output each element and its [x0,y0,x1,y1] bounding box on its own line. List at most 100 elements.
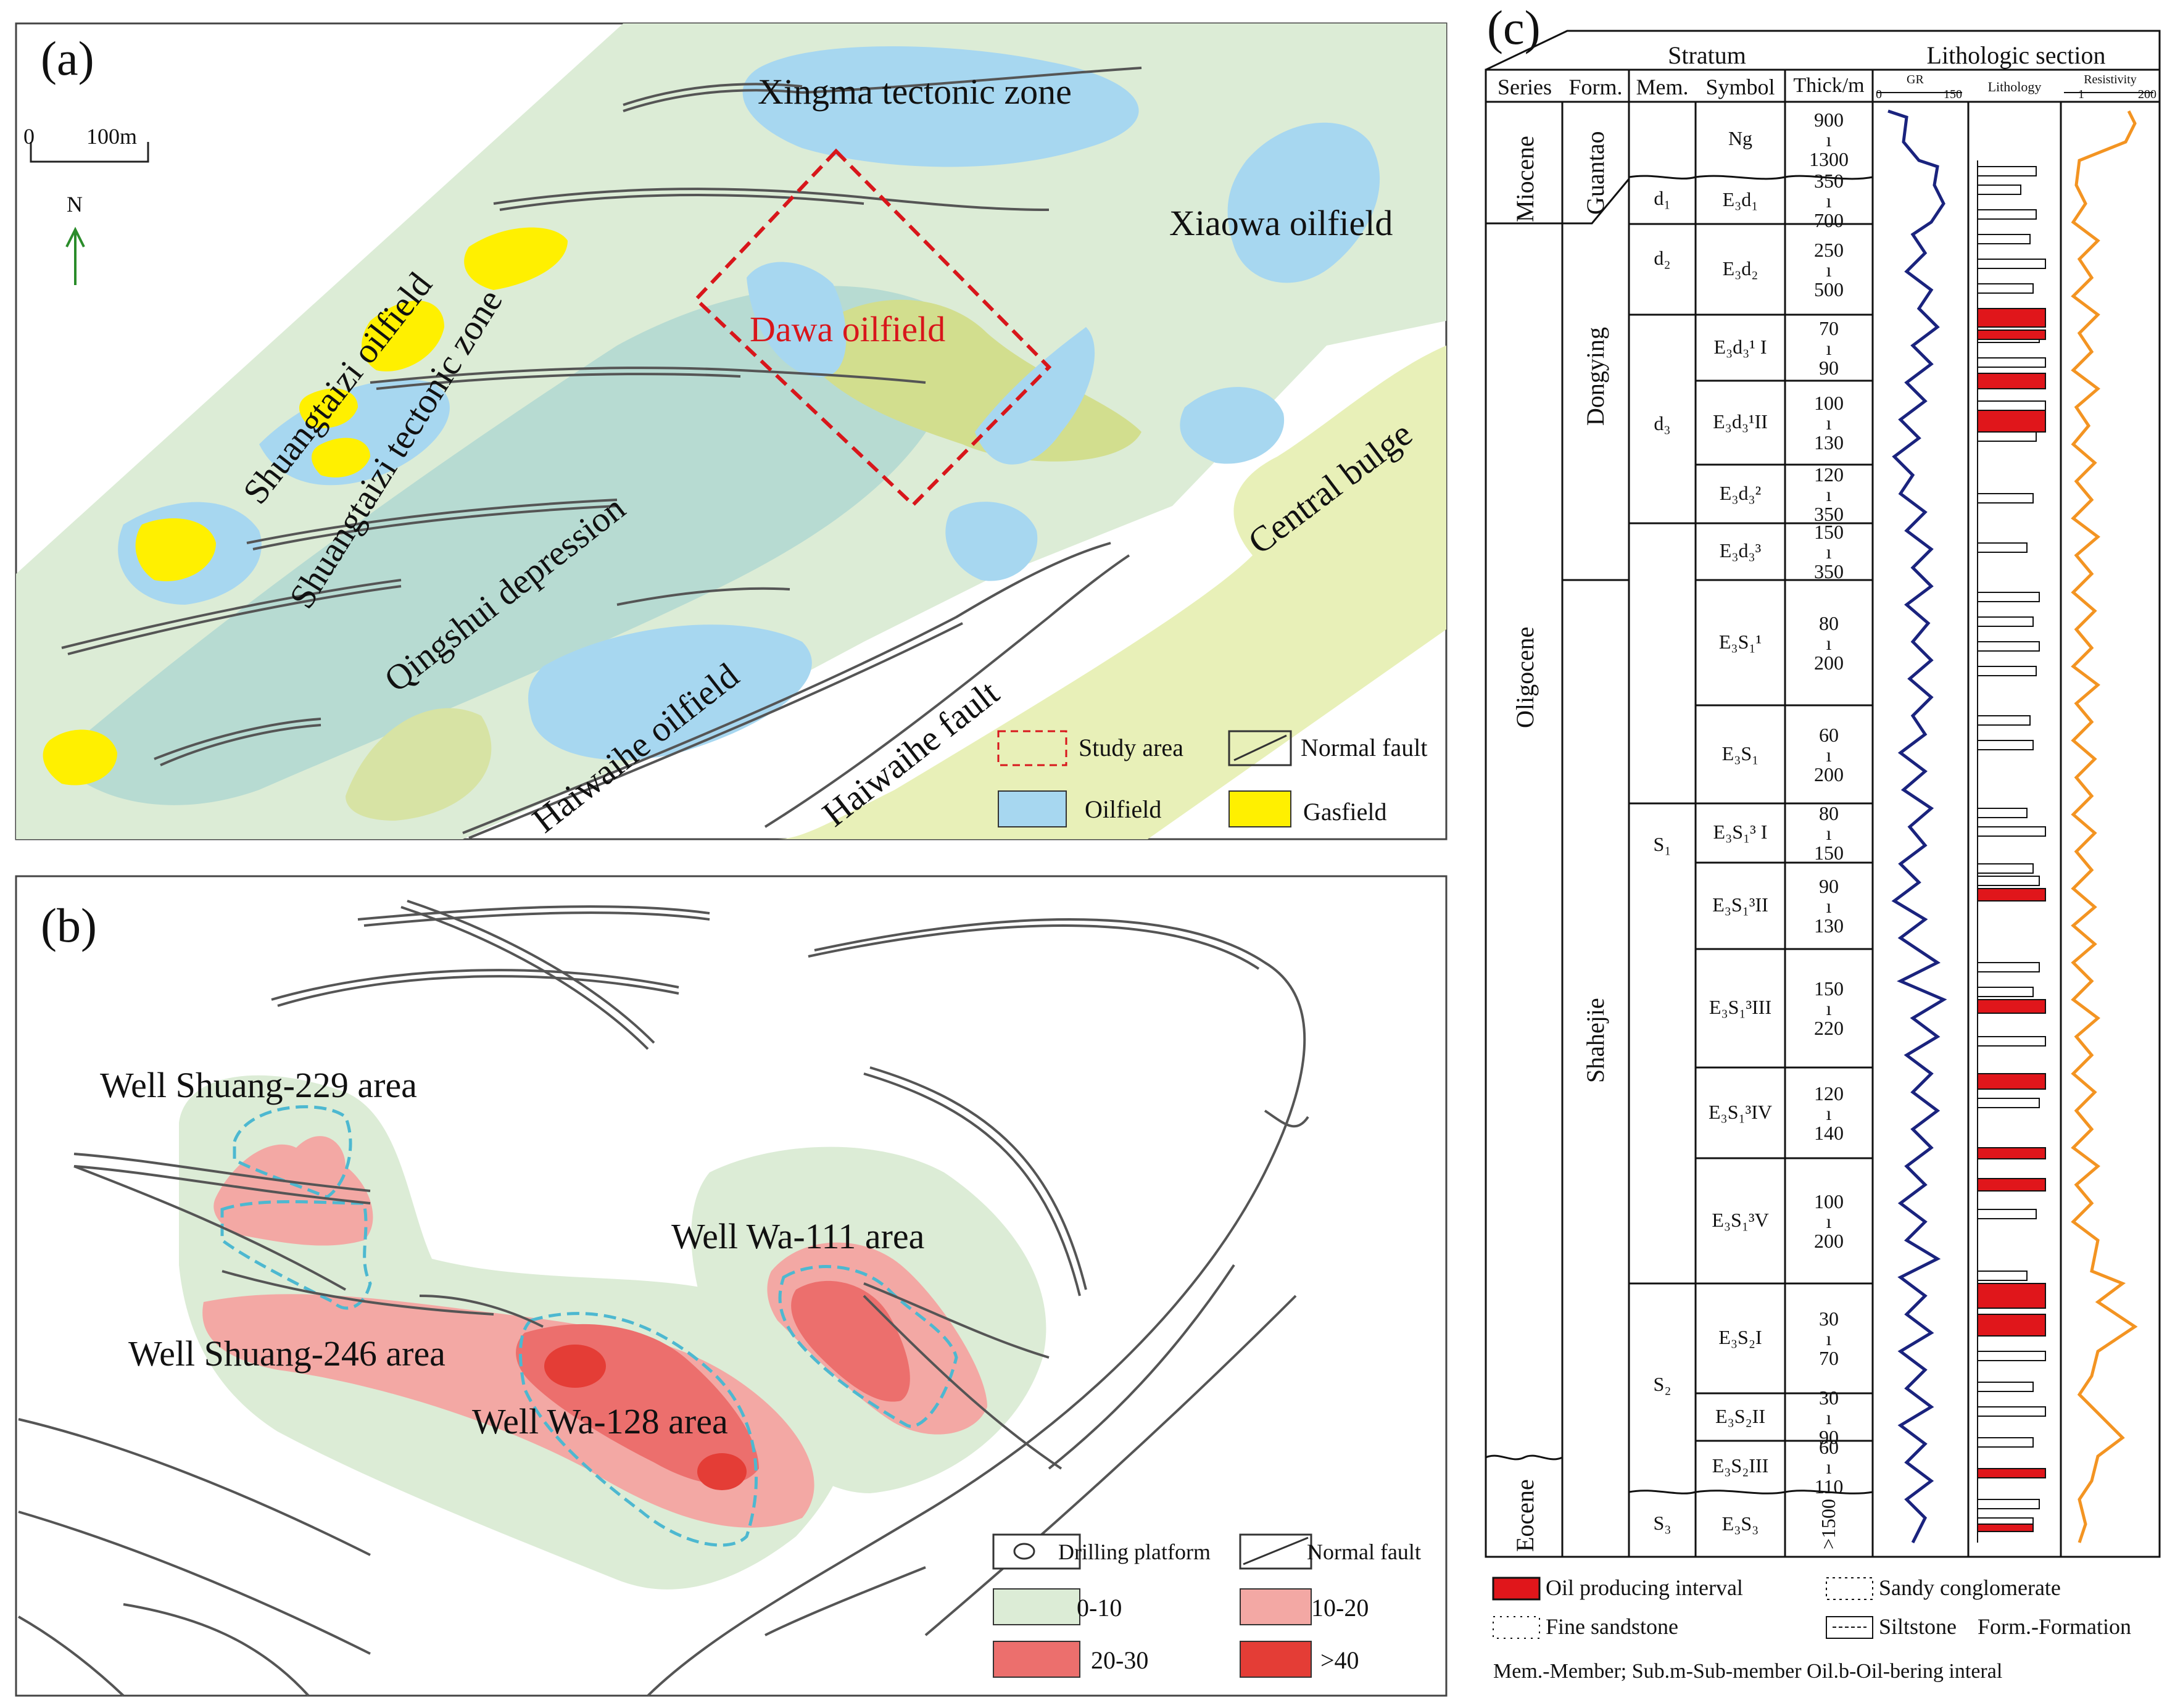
legend-drilling-label: Drilling platform [1058,1540,1211,1564]
row-thick-dash: ı [1826,336,1832,359]
row-thick-dash: ı [1826,483,1832,505]
row-thick-dash: ı [1826,631,1832,654]
member-s2: S₂ [1653,1373,1672,1395]
central-bulge-area [777,346,1446,839]
row-thick-dash: ı [1826,1209,1832,1232]
legend-oilfield-swatch [998,790,1067,827]
row-thick-top: 150 [1814,977,1844,1000]
row-thick-bot: 90 [1819,1425,1839,1448]
row-thick-top: 60 [1819,723,1839,746]
legend-drilling-swatch [992,1533,1081,1570]
header-gr-max: 150 [1944,88,1962,101]
row-thick-bot: 110 [1814,1475,1844,1498]
north-label: N [67,192,83,217]
panel-a-label: (a) [41,31,94,85]
row-symbol: E₃S₁ [1721,742,1759,765]
row-symbol: E₃d₃¹II [1713,410,1768,433]
row-symbol: E₃d₂ [1722,257,1759,280]
row-symbol: E₃S₁³IV [1708,1100,1772,1123]
member-d2: d₂ [1654,247,1671,269]
row-symbol: E₃d₃¹ I [1713,335,1767,358]
row-symbol: E₃S₁³III [1709,996,1772,1018]
row-thick-top: 30 [1819,1308,1839,1330]
gasfield-2 [43,729,117,786]
legend-gasfield-label: Gasfield [1303,798,1387,826]
row-symbol: E₃S₁¹ [1718,630,1762,653]
member-d1: d₁ [1654,187,1671,209]
row-thick-bot: 150 [1814,842,1844,864]
legend-sandy-swatch [1826,1577,1873,1600]
row-thick-dash: ı [1826,1406,1832,1428]
row-thick-bot: 70 [1819,1347,1839,1369]
row-thick-top: >1500 [1817,1498,1839,1549]
row-thick-bot: 90 [1819,356,1839,379]
row-thick-bot: 220 [1814,1017,1844,1039]
legend-10-20-swatch [1240,1588,1312,1625]
form-dongying: Dongying [1581,327,1609,426]
row-thick-dash: ı [1826,743,1832,766]
xiaowa-oilfield [1227,122,1380,283]
dawa-oilfield-east [975,327,1095,465]
label-shuang246: Well Shuang-246 area [128,1333,445,1374]
legend-20-30-swatch [993,1641,1080,1678]
header-thick: Thick/m [1793,74,1865,97]
row-thick-bot: 350 [1814,560,1844,582]
label-wa128: Well Wa-128 area [472,1401,728,1441]
zone-gt40-1 [544,1345,606,1388]
row-thick-top: 100 [1814,1190,1844,1213]
row-thick-bot: 140 [1814,1121,1844,1144]
header-lithology: Lithology [1987,79,2042,94]
legend-fault-label: Normal fault [1301,734,1428,761]
row-thick-bot: 350 [1814,502,1844,525]
row-thick-top: 30 [1819,1386,1839,1409]
row-thick-dash: ı [1826,128,1832,151]
row-symbol: Ng [1728,127,1753,149]
label-shuang229: Well Shuang-229 area [100,1065,417,1105]
shuangtaizi-oilfield-mid [259,379,450,486]
zone-10-20-shuang229 [213,1136,373,1246]
row-thick-dash: ı [1826,189,1832,212]
header-form: Form. [1568,75,1623,99]
row-symbol: E₃d₃³ [1719,539,1762,562]
row-symbol: E₃S₂III [1712,1454,1769,1477]
header-res-min: 1 [2078,88,2084,101]
row-thick-dash: ı [1826,541,1832,563]
gasfield-4 [464,227,568,290]
row-thick-top: 120 [1814,463,1844,486]
header-symbol: Symbol [1705,75,1775,99]
row-thick-dash: ı [1826,1455,1832,1478]
label-xingma: Xingma tectonic zone [758,72,1072,112]
series-eocene: Eocene [1511,1479,1539,1552]
header-stratum: Stratum [1668,41,1746,69]
legend-fine-label: Fine sandstone [1546,1614,1678,1639]
row-symbol: E₃d₃² [1719,481,1762,504]
row-thick-dash: ı [1826,997,1832,1019]
row-thick-top: 350 [1814,170,1844,192]
legend-silt-swatch [1826,1616,1873,1639]
row-symbol: E₃S₁³V [1712,1208,1769,1231]
form-guantao: Guantao [1581,131,1609,215]
row-separators [1695,175,1873,1494]
label-xiaowa: Xiaowa oilfield [1169,203,1393,243]
header-mem: Mem. [1636,75,1689,99]
header-litho: Lithologic section [1926,41,2106,69]
row-thick-bot: 200 [1814,1229,1844,1252]
gasfield-3 [362,301,444,371]
header-gr-min: 0 [1876,88,1882,101]
header-series: Series [1498,75,1552,99]
qingshui-depression [56,286,963,805]
oil-intervals [1977,308,2046,1532]
legend-study-area-label: Study area [1079,734,1183,761]
legend-fault-label-b: Normal fault [1307,1540,1421,1564]
row-symbol: E₃S₂I [1718,1326,1762,1348]
row-thick-bot: 200 [1814,651,1844,674]
panel-b-label: (b) [41,898,97,952]
series-oligocene: Oligocene [1511,626,1539,728]
legend-10-20-label: 10-20 [1311,1594,1369,1622]
header-gr: GR [1907,73,1924,86]
row-thick-top: 900 [1814,109,1844,131]
gasfield-5 [299,388,358,428]
row-thick-bot: 1300 [1809,148,1849,170]
row-symbol: E₃S₁³ I [1713,821,1768,843]
oilfield-east-small [1180,387,1285,464]
